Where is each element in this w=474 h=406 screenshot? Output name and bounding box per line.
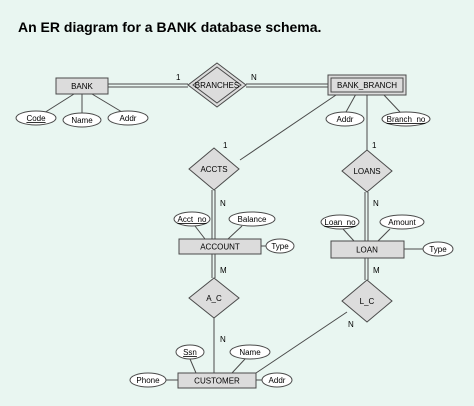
- entity-loan-label: LOAN: [356, 246, 378, 255]
- attribute-bank-code: Code: [15, 110, 57, 126]
- relationship-l-c: L_C: [341, 279, 393, 323]
- card-lc-loan: M: [373, 266, 380, 275]
- svg-text:Amount: Amount: [388, 218, 416, 227]
- attribute-acct-balance: Balance: [228, 211, 276, 227]
- card-loans-loan: N: [373, 199, 379, 208]
- attribute-cust-ssn: Ssn: [175, 344, 205, 360]
- card-accts-account: N: [220, 199, 226, 208]
- line-loan-amount: [377, 228, 391, 242]
- entity-bank-branch-label: BANK_BRANCH: [337, 81, 397, 90]
- line-lc-customer: [255, 311, 348, 374]
- card-loans-branch: 1: [372, 141, 377, 150]
- connector-lines: [35, 83, 423, 381]
- relationship-accts-label: ACCTS: [200, 165, 227, 174]
- line-branch-accts: [239, 94, 337, 161]
- svg-text:Name: Name: [71, 116, 93, 125]
- svg-text:Name: Name: [239, 348, 261, 357]
- svg-text:Loan_no: Loan_no: [324, 218, 356, 227]
- card-ac-account: M: [220, 266, 227, 275]
- svg-text:Code: Code: [26, 114, 46, 123]
- relationship-loans: LOANS: [341, 149, 393, 193]
- line-acct-no: [194, 225, 206, 240]
- relationship-accts: ACCTS: [188, 147, 240, 191]
- attribute-cust-phone: Phone: [129, 372, 167, 388]
- entity-account-label: ACCOUNT: [200, 243, 240, 252]
- entity-customer: CUSTOMER: [177, 372, 257, 389]
- svg-text:Acct_no: Acct_no: [178, 215, 207, 224]
- svg-text:Type: Type: [429, 245, 447, 254]
- attribute-loan-amount: Amount: [379, 214, 425, 230]
- line-cust-ssn: [189, 358, 197, 374]
- attribute-bank-addr: Addr: [107, 110, 149, 126]
- cardinality-labels: 1 N 1 N 1 N M N M N: [176, 73, 380, 344]
- entity-bank-branch: BANK_BRANCH: [327, 74, 407, 96]
- relationship-loans-label: LOANS: [353, 167, 380, 176]
- svg-text:Ssn: Ssn: [183, 348, 197, 357]
- svg-text:Addr: Addr: [120, 114, 137, 123]
- svg-text:Addr: Addr: [337, 115, 354, 124]
- attribute-loan-type: Type: [422, 241, 454, 257]
- relationship-branches: BRANCHES: [187, 62, 247, 108]
- svg-text:Addr: Addr: [269, 376, 286, 385]
- attribute-acct-no: Acct_no: [173, 211, 211, 227]
- line-loan-no: [342, 228, 355, 242]
- card-ac-customer: N: [220, 335, 226, 344]
- attribute-cust-addr: Addr: [261, 372, 293, 388]
- attribute-branch-addr: Addr: [325, 111, 365, 127]
- entity-account: ACCOUNT: [178, 238, 262, 255]
- relationship-a-c-label: A_C: [206, 294, 222, 303]
- line-branch-no: [382, 93, 401, 113]
- entity-bank: BANK: [55, 77, 109, 95]
- diagram-title: An ER diagram for a BANK database schema…: [18, 19, 322, 35]
- relationship-branches-label: BRANCHES: [195, 81, 239, 90]
- line-cust-name: [231, 358, 246, 374]
- line-branch-addr: [345, 93, 357, 113]
- line-bank-addr: [91, 93, 123, 113]
- attribute-acct-type: Type: [265, 238, 295, 254]
- entity-bank-label: BANK: [71, 82, 93, 91]
- card-branches-branch: N: [251, 73, 257, 82]
- line-acct-balance: [227, 225, 243, 240]
- svg-text:Phone: Phone: [136, 376, 160, 385]
- attribute-cust-name: Name: [229, 344, 271, 360]
- svg-text:Type: Type: [271, 242, 289, 251]
- attribute-bank-name: Name: [62, 112, 102, 128]
- entity-loan: LOAN: [330, 240, 405, 259]
- attribute-loan-no: Loan_no: [320, 214, 360, 230]
- relationship-a-c: A_C: [188, 277, 240, 319]
- svg-text:Balance: Balance: [238, 215, 267, 224]
- entity-customer-label: CUSTOMER: [194, 377, 240, 386]
- relationship-l-c-label: L_C: [360, 297, 375, 306]
- card-lc-customer: N: [348, 320, 354, 329]
- svg-text:Branch_no: Branch_no: [387, 115, 426, 124]
- card-accts-branch: 1: [223, 141, 228, 150]
- card-branches-bank: 1: [176, 73, 181, 82]
- attribute-branch-no: Branch_no: [381, 111, 431, 127]
